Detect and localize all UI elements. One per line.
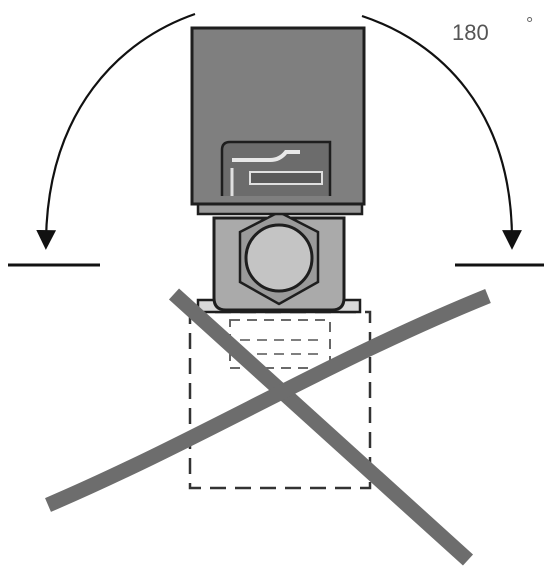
angle-label: 180 [452,20,489,45]
degree-symbol: ° [526,14,533,34]
actuator-lever [220,140,332,196]
cross-mark-stroke-1 [168,288,474,566]
left-rotation-arrow [36,12,196,250]
right-rotation-arrow [361,14,522,250]
cross-mark-stroke-2 [45,289,491,512]
valve-port [244,223,314,293]
